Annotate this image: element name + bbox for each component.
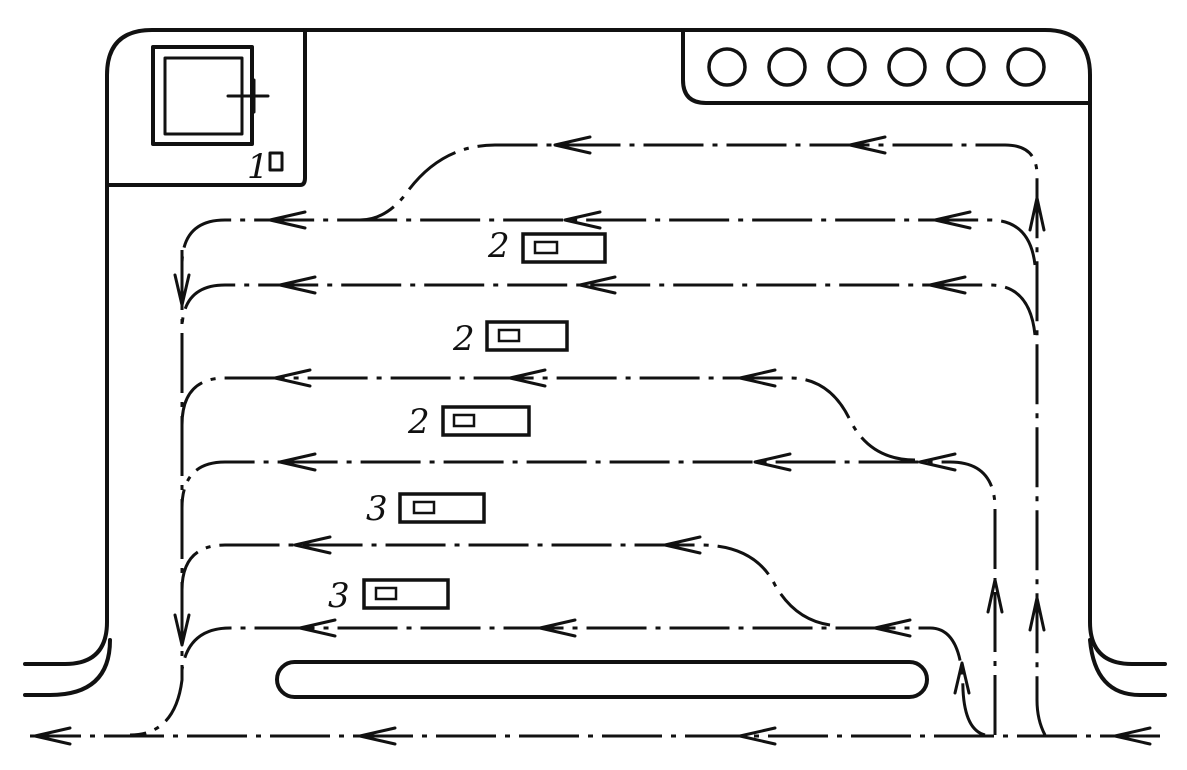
arrow-down-icon <box>173 273 191 307</box>
arrow-left-icon <box>753 452 792 472</box>
bay-circle <box>887 47 927 87</box>
station-3-b: 3 <box>328 576 450 616</box>
arrow-left-icon <box>738 368 777 388</box>
outer-boundary-wall <box>23 28 1167 666</box>
building-1-symbol: 1 <box>151 45 284 187</box>
arrow-left-icon <box>278 452 317 472</box>
route-row-4 <box>180 460 997 735</box>
arrow-left-icon <box>578 275 617 295</box>
arrow-left-icon <box>33 726 72 746</box>
station-2-b: 2 <box>452 319 569 359</box>
traffic-routes <box>30 143 1160 738</box>
arrow-up-icon <box>953 661 971 695</box>
arrow-left-icon <box>928 275 967 295</box>
station-2-c: 2 <box>407 402 531 442</box>
arrow-left-icon <box>848 135 887 155</box>
bay-circle <box>1006 47 1046 87</box>
road-edge-right <box>1088 638 1167 697</box>
arrow-left-icon <box>663 535 702 555</box>
arrow-left-icon <box>273 368 312 388</box>
bay-circle <box>946 47 986 87</box>
arrow-up-icon <box>1028 596 1046 632</box>
bay-circle <box>827 47 867 87</box>
bay-circle <box>707 47 747 87</box>
arrow-left-icon <box>358 726 397 746</box>
station-inner-box <box>497 328 521 343</box>
arrow-left-icon <box>563 210 602 230</box>
station-label: 2 <box>407 402 430 442</box>
route-row-2 <box>180 283 1037 336</box>
route-row-1 <box>180 218 1037 266</box>
station-outer-box <box>398 492 486 524</box>
station-label: 2 <box>487 226 510 266</box>
left-vertical-route <box>129 250 184 737</box>
arrow-left-icon <box>933 210 972 230</box>
site-outline <box>23 28 1167 699</box>
arrow-up-icon <box>986 578 1004 614</box>
bay-strip <box>681 28 1092 105</box>
arrow-left-icon <box>1113 726 1152 746</box>
route-row-6 <box>180 626 986 737</box>
station-label: 3 <box>366 489 388 529</box>
road-edge-left <box>23 638 112 697</box>
arrow-left-icon <box>278 275 317 295</box>
building-marker <box>268 151 284 172</box>
station-outer-box <box>485 320 569 352</box>
stations: 2 2 2 3 3 <box>328 226 607 616</box>
arrow-left-icon <box>738 726 777 746</box>
route-row-5 <box>180 543 831 627</box>
arrow-left-icon <box>298 618 337 638</box>
bay-circles <box>707 47 1046 87</box>
station-outer-box <box>441 405 531 437</box>
station-2-a: 2 <box>487 226 607 266</box>
traffic-island <box>275 660 929 699</box>
arrow-down-icon <box>173 613 191 647</box>
station-inner-box <box>412 500 436 515</box>
route-top <box>359 143 1047 736</box>
bay-circle <box>767 47 807 87</box>
arrow-left-icon <box>538 618 577 638</box>
building-label: 1 <box>247 147 269 187</box>
station-label: 2 <box>452 319 475 359</box>
arrow-left-icon <box>508 368 547 388</box>
arrow-left-icon <box>268 210 307 230</box>
route-row-3 <box>180 376 916 462</box>
station-3-a: 3 <box>366 489 486 529</box>
arrow-left-icon <box>918 452 957 472</box>
arrowheads <box>33 135 1152 746</box>
arrow-left-icon <box>873 618 912 638</box>
arrow-left-icon <box>553 135 592 155</box>
arrow-left-icon <box>293 535 332 555</box>
station-inner-box <box>452 413 476 428</box>
station-inner-box <box>533 240 559 255</box>
station-label: 3 <box>328 576 350 616</box>
arrow-up-icon <box>1028 196 1046 232</box>
station-inner-box <box>374 586 398 601</box>
building-1-block <box>105 28 307 187</box>
